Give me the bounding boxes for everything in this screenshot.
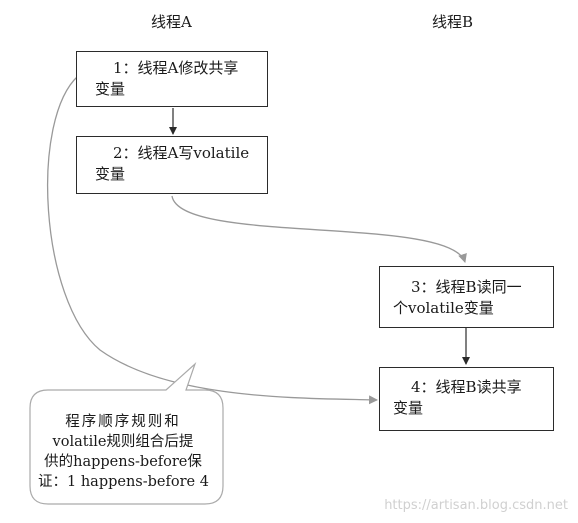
- callout-bubble: [29, 362, 224, 505]
- step-2-line1: 2：线程A写volatile: [113, 144, 250, 162]
- callout-line4: 证：1 happens-before 4: [38, 474, 209, 490]
- callout-note: 程序顺序规则和 volatile规则组合后提 供的happens-before保…: [38, 412, 209, 492]
- step-1-line2: 变量: [95, 80, 126, 98]
- lane-title-thread-a: 线程A: [151, 13, 192, 31]
- step-1-line1: 1：线程A修改共享: [113, 59, 239, 77]
- step-1-box: 1：线程A修改共享 变量: [76, 51, 268, 107]
- callout-line3: 供的happens-before保: [44, 454, 202, 470]
- step-2-line2: 变量: [95, 165, 126, 183]
- step-3-line2: 个volatile变量: [393, 299, 494, 317]
- watermark: https://artisan.blog.csdn.net: [384, 498, 568, 513]
- callout-line1: 程序顺序规则和: [65, 414, 181, 430]
- arrow-step1-to-step4: [47, 75, 378, 405]
- step-3-box: 3：线程B读同一 个volatile变量: [379, 266, 554, 328]
- arrow-step2-to-step3: [171, 195, 467, 263]
- step-3-line1: 3：线程B读同一: [411, 278, 522, 296]
- step-2-box: 2：线程A写volatile 变量: [76, 136, 268, 194]
- step-4-box: 4：线程B读共享 变量: [379, 367, 554, 431]
- lane-title-thread-b: 线程B: [432, 13, 474, 31]
- step-4-line1: 4：线程B读共享: [411, 378, 522, 396]
- callout-line2: volatile规则组合后提: [52, 434, 194, 450]
- step-4-line2: 变量: [393, 399, 424, 417]
